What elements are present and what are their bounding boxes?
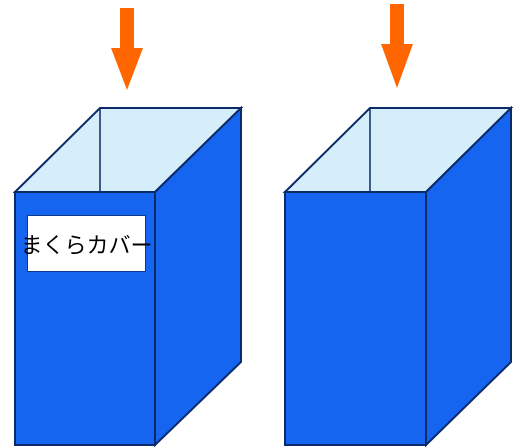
right-down-arrow-icon	[381, 4, 413, 88]
right-box	[282, 105, 514, 447]
left-box-label: まくらカバー	[20, 233, 153, 259]
left-box	[12, 105, 244, 447]
right-box-front-face	[284, 191, 427, 446]
left-down-arrow-icon	[111, 8, 143, 90]
left-box-label-card: まくらカバー	[21, 215, 153, 272]
